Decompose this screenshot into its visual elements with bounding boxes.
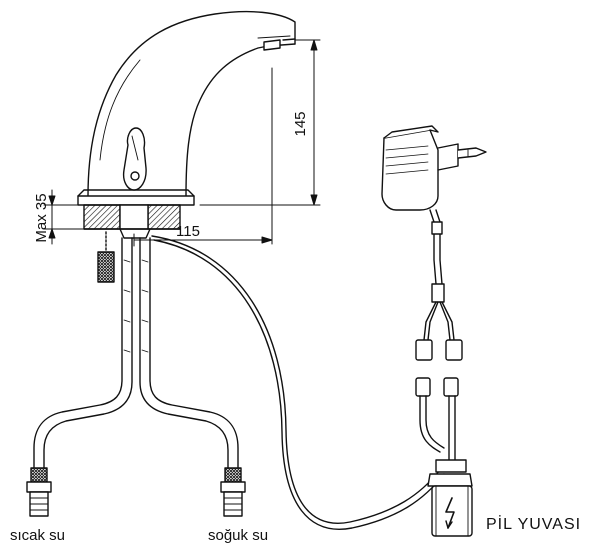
cold-hose-fitting [220,467,246,517]
battery-box-label: PİL YUVASI [486,516,582,533]
power-adapter [381,125,487,361]
dimension-reach-label: 115 [176,223,200,240]
dimension-reach [133,233,273,247]
dimension-height [199,39,321,245]
faucet-lever [122,127,147,191]
battery-connectors [415,377,459,461]
cold-water-label: soğuk su [208,527,269,544]
dimension-max-deck [43,189,85,245]
dimension-max-deck-label: Max 35 [33,193,50,242]
sensor-cable [151,235,445,530]
hot-hose-fitting [26,467,52,517]
dimension-height-label: 145 [292,111,309,136]
battery-box [427,459,473,537]
sensor-window [257,35,291,39]
hot-water-label: sıcak su [10,527,66,544]
flex-hoses [33,237,239,469]
mounting-section [83,204,181,239]
faucet-body [77,10,296,206]
shank-nut [97,231,115,283]
